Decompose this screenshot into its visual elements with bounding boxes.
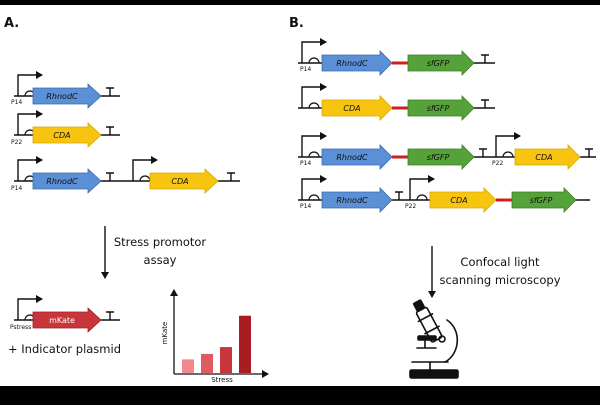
terminator-symbol [106,311,114,320]
rhnodc-gene-arrow [32,168,102,194]
panel-a-construct-3: RhnodC P14 CDA [11,156,240,194]
sfgfp-gene-arrow [407,144,475,170]
terminator-symbol [481,54,489,63]
sfgfp-gene-arrow [407,95,475,121]
rbs-symbol [416,194,428,201]
promoter-2-label: P22 [405,203,416,210]
rbs-symbol [502,151,514,158]
promoter-label: P14 [300,160,311,167]
terminator-symbol [106,172,114,181]
promoter-label: P14 [11,99,22,106]
rbs-symbol [308,102,320,109]
promoter-label: P14 [11,185,22,192]
assay-caption-line-2: assay [144,253,177,267]
mkate-gene-arrow [32,307,102,333]
promoter-2-arrow [409,175,435,200]
rhnodc-gene-arrow [321,187,393,213]
gene-label-sfgfp: sfGFP [427,153,450,162]
cda-gene-arrow [429,187,497,213]
chart-bar-2 [201,353,213,373]
gene-label-rhnodc: RhnodC [336,59,368,68]
promoter-arrow [17,295,43,320]
promoter-2-arrow [132,156,158,181]
panel-b: B. RhnodC sfGFP P14 CDA sfGFP [289,16,596,379]
promoter-arrow [17,110,43,135]
microscopy-caption-line-1: Confocal light [460,255,540,269]
rbs-symbol [308,151,320,158]
promoter-label: P14 [300,66,311,73]
stress-bar-chart: Stress mKate [161,289,269,384]
panel-a: A. RhnodC P14 CDA P22 RhnodC [4,16,269,384]
panel-a-construct-2: CDA P22 [11,110,120,148]
gene-label-rhnodc: RhnodC [46,177,78,186]
gene-label-rhnodc: RhnodC [336,153,368,162]
chart-y-label: mKate [161,322,169,345]
terminator-symbol [481,99,489,108]
microscope-icon [409,299,459,379]
terminator-symbol [395,191,403,200]
gene-label-sfgfp: sfGFP [530,196,553,205]
promoter-arrow [301,83,327,108]
chart-bars [182,315,251,373]
gene-label-cda: CDA [53,131,70,140]
gene-label-cda: CDA [535,153,552,162]
cda-gene-arrow [32,122,102,148]
gene-label-cda: CDA [171,177,188,186]
gene-label-rhnodc: RhnodC [336,196,368,205]
promoter-arrow [17,71,43,96]
promoter-2-label: P22 [492,160,503,167]
terminator-symbol [585,148,593,157]
promoter-label: Pstress [10,324,31,331]
cda-gene-arrow [321,95,393,121]
gene-label-rhnodc: RhnodC [46,92,78,101]
terminator-symbol [106,87,114,96]
panel-b-letter: B. [289,16,304,31]
promoter-arrow [301,38,327,63]
microscopy-caption-line-2: scanning microscopy [439,273,560,287]
chart-x-label: Stress [211,376,233,384]
gene-label-cda: CDA [450,196,467,205]
promoter-2-arrow [495,132,521,157]
sfgfp-gene-arrow [407,50,475,76]
rhnodc-gene-arrow [321,144,393,170]
chart-bar-4 [239,315,251,373]
gene-label-mkate: mKate [49,316,75,325]
terminator-symbol [227,172,235,181]
promoter-label: P14 [300,203,311,210]
chart-bar-1 [182,359,194,373]
cda-gene-arrow [514,144,581,170]
cda-gene-arrow [149,168,219,194]
panel-b-construct-3: RhnodC sfGFP CDA P14 P22 [298,132,596,170]
rhnodc-gene-arrow [32,83,102,109]
terminator-symbol [479,148,487,157]
chart-bar-3 [220,347,232,373]
gene-label-sfgfp: sfGFP [427,59,450,68]
panel-b-construct-2: CDA sfGFP [298,83,495,121]
panel-a-letter: A. [4,16,19,31]
rbs-symbol [308,57,320,64]
figure-background [0,5,600,386]
indicator-construct: mKate Pstress [10,295,120,333]
rbs-symbol [308,194,320,201]
bottom-black-band [0,386,600,400]
panel-b-construct-4: RhnodC CDA sfGFP P14 P22 [298,175,590,213]
promoter-label: P22 [11,139,22,146]
promoter-arrow [17,156,43,181]
indicator-caption: + Indicator plasmid [8,342,121,356]
promoter-arrow [301,175,327,200]
gene-label-cda: CDA [343,104,360,113]
panel-a-construct-1: RhnodC P14 [11,71,120,109]
panel-b-construct-1: RhnodC sfGFP P14 [298,38,495,76]
assay-caption-line-1: Stress promotor [114,235,207,249]
promoter-arrow [301,132,327,157]
gene-label-sfgfp: sfGFP [427,104,450,113]
rhnodc-gene-arrow [321,50,393,76]
sfgfp-gene-arrow [511,187,577,213]
terminator-symbol [106,126,114,135]
top-black-band [0,0,600,5]
